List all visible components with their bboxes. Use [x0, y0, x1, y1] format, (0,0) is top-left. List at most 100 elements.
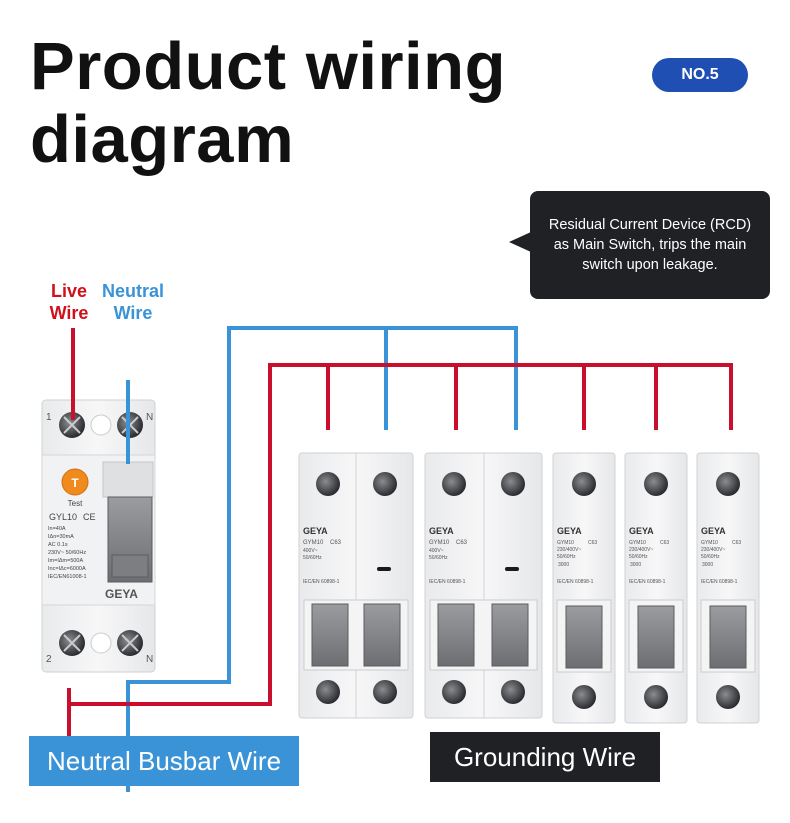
live-wire-label: Live Wire — [42, 280, 96, 324]
mcb-toggle-handle[interactable] — [311, 603, 349, 667]
mcb-screw — [644, 472, 668, 496]
mcb-model: GYM10 — [701, 540, 718, 546]
mcb-toggle-handle[interactable] — [363, 603, 401, 667]
rcd-device: 1 N T Test GYL10 CE In=40A IΔn=30mA AC 0… — [41, 399, 156, 673]
mcb-brand: GEYA — [701, 526, 726, 536]
mcb-capacity: 3000 — [558, 562, 569, 568]
callout-tail — [509, 232, 531, 252]
mcb-standard: IEC/EN 60898-1 — [701, 579, 738, 585]
mcb-screw — [644, 685, 668, 709]
mcb-freq: 50/60Hz — [429, 555, 448, 561]
mcb-screw — [716, 472, 740, 496]
mcb-capacity: 3000 — [702, 562, 713, 568]
mcb-screw — [442, 472, 466, 496]
neutral-wire-label-line1: Neutral — [101, 281, 164, 301]
mcb-brand: GEYA — [303, 526, 328, 536]
mcb-indicator — [505, 567, 519, 571]
rcd-rating-line: AC 0.1s — [48, 542, 68, 548]
mcb-curve: C63 — [732, 540, 741, 546]
mcb-standard: IEC/EN 60898-1 — [629, 579, 666, 585]
rcd-rating-line: IEC/EN61008-1 — [48, 574, 87, 580]
rcd-rating-line: In=40A — [48, 526, 66, 532]
mcb-brand: GEYA — [429, 526, 454, 536]
rcd-test-button[interactable] — [61, 468, 89, 496]
rcd-model: GYL10 — [49, 512, 77, 522]
rcd-test-label: Test — [68, 499, 83, 508]
mcb-voltage: 230/400V~ — [629, 547, 653, 553]
live-bus-wire — [67, 363, 733, 742]
wires — [67, 326, 733, 792]
mcb-freq: 50/60Hz — [629, 554, 648, 560]
mcb-brand: GEYA — [557, 526, 582, 536]
rcd-terminal-1: 1 — [46, 412, 52, 423]
live-wire-label-line1: Live — [50, 281, 88, 301]
mcb-curve: C63 — [660, 540, 669, 546]
mcb-toggle-handle[interactable] — [709, 605, 747, 669]
rcd-rating-line: IΔn=30mA — [48, 534, 74, 540]
mcb-model: GYM10 — [303, 540, 324, 546]
rcd-test-letter: T — [71, 476, 79, 490]
mcb-model: GYM10 — [429, 540, 450, 546]
mcb-screw — [501, 680, 525, 704]
rcd-rating-line: Im=IΔm=500A — [48, 558, 83, 564]
neutral-busbar-wire — [126, 326, 518, 792]
rcd-rating-line: Inc=IΔc=6000A — [48, 566, 86, 572]
mcb-curve: C63 — [588, 540, 597, 546]
rcd-callout: Residual Current Device (RCD) as Main Sw… — [530, 191, 770, 299]
mcb-1pole-2: GEYA GYM10 C63 230/400V~ 50/60Hz 3000 IE… — [624, 452, 688, 724]
mcb-freq: 50/60Hz — [303, 555, 322, 561]
neutral-busbar-label: Neutral Busbar Wire — [29, 736, 299, 786]
rcd-terminal-2: 2 — [46, 654, 52, 665]
title-line-2: diagram — [30, 102, 295, 177]
page-title: Product wiring diagram — [30, 30, 590, 176]
mcb-voltage: 230/400V~ — [557, 547, 581, 553]
mcb-screw — [572, 472, 596, 496]
mcb-curve: C63 — [330, 540, 342, 546]
mcb-indicator — [377, 567, 391, 571]
mcb-screw — [572, 685, 596, 709]
mcb-model: GYM10 — [629, 540, 646, 546]
rcd-terminal-n-top: N — [146, 412, 153, 423]
rcd-terminal-n-bottom: N — [146, 654, 153, 665]
mcb-voltage: 230/400V~ — [701, 547, 725, 553]
mcb-toggle-handle[interactable] — [637, 605, 675, 669]
mcb-standard: IEC/EN 60898-1 — [303, 579, 340, 585]
rcd-ce-mark: CE — [83, 512, 96, 522]
neutral-wire-label: Neutral Wire — [96, 280, 170, 324]
mcb-capacity: 3000 — [630, 562, 641, 568]
mcb-toggle-handle[interactable] — [565, 605, 603, 669]
rcd-rating-line: 230V~ 50/60Hz — [48, 550, 86, 556]
mcb-2pole-2: GEYA GYM10 C63 400V~ 50/60Hz IEC/EN 6089… — [424, 452, 543, 719]
rcd-brand: GEYA — [105, 587, 138, 601]
mcb-standard: IEC/EN 60898-1 — [557, 579, 594, 585]
title-line-1: Product wiring — [30, 29, 506, 104]
mcb-1pole-1: GEYA GYM10 C63 230/400V~ 50/60Hz 3000 IE… — [552, 452, 616, 724]
rcd-handle-guard — [102, 461, 154, 498]
mcb-screw — [373, 680, 397, 704]
mcb-voltage: 400V~ — [429, 548, 444, 554]
mcb-toggle-handle[interactable] — [491, 603, 529, 667]
mcb-screw — [716, 685, 740, 709]
mcb-freq: 50/60Hz — [557, 554, 576, 560]
mcb-screw — [316, 680, 340, 704]
mcb-screw — [373, 472, 397, 496]
mcb-screw — [316, 472, 340, 496]
live-wire-label-line2: Wire — [49, 303, 89, 323]
mcb-curve: C63 — [456, 540, 468, 546]
rcd-blank-hole-bottom — [90, 632, 112, 654]
mcb-2pole-1: GEYA GYM10 C63 400V~ 50/60Hz IEC/EN 6089… — [298, 452, 414, 719]
neutral-wire-label-line2: Wire — [113, 303, 153, 323]
rcd-screw-bottom-right-slot — [121, 634, 139, 652]
rcd-ratings: In=40A IΔn=30mA AC 0.1s 230V~ 50/60Hz Im… — [48, 526, 87, 580]
mcb-screw — [501, 472, 525, 496]
mcb-brand: GEYA — [629, 526, 654, 536]
mcb-freq: 50/60Hz — [701, 554, 720, 560]
mcb-screw — [442, 680, 466, 704]
mcb-1pole-3: GEYA GYM10 C63 230/400V~ 50/60Hz 3000 IE… — [696, 452, 760, 724]
number-badge: NO.5 — [652, 58, 748, 92]
mcb-standard: IEC/EN 60898-1 — [429, 579, 466, 585]
rcd-blank-hole-top — [90, 414, 112, 436]
mcb-toggle-handle[interactable] — [437, 603, 475, 667]
rcd-handle-grip — [111, 554, 149, 578]
